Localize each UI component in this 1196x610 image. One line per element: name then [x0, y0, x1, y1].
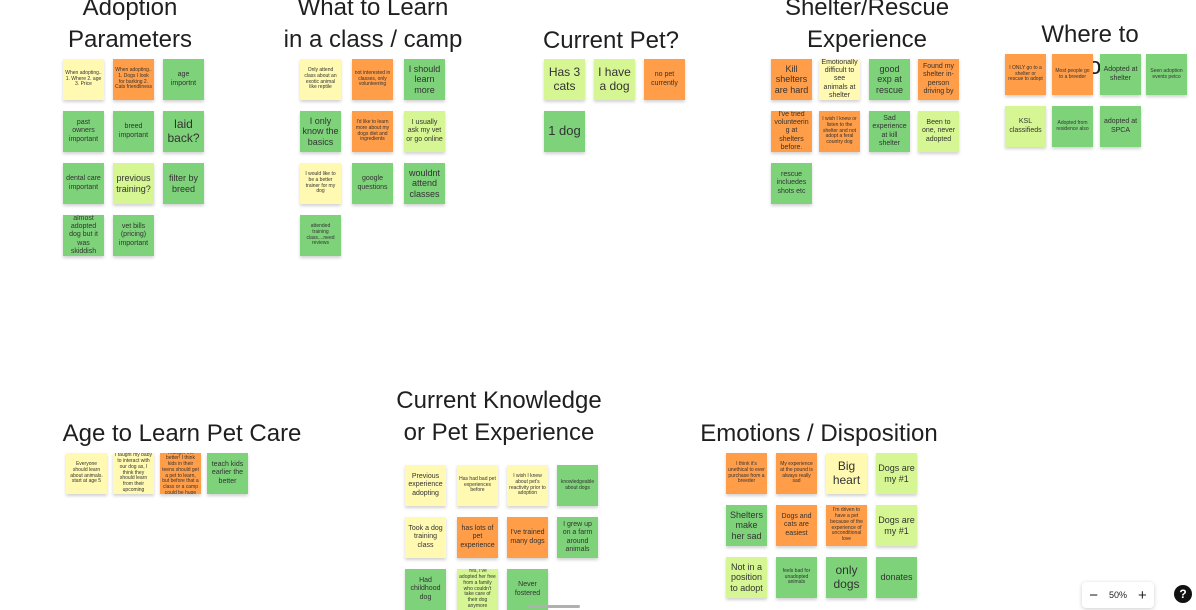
- sticky-note[interactable]: Yes, I've adopted her free from a family…: [457, 569, 498, 610]
- sticky-note[interactable]: dental care important: [63, 163, 104, 204]
- zoom-out-button[interactable]: −: [1089, 586, 1099, 604]
- sticky-note[interactable]: age importnt: [163, 59, 204, 100]
- sticky-note[interactable]: I'm driven to have a pet because of the …: [826, 505, 867, 546]
- sticky-note[interactable]: breed important: [113, 111, 154, 152]
- sticky-note[interactable]: Everyone should learn about animals. sta…: [66, 453, 107, 494]
- sticky-note[interactable]: laid back?: [163, 111, 204, 152]
- sticky-note[interactable]: Been to one, never adopted: [918, 111, 959, 152]
- sticky-note[interactable]: I would like to be a better trainer for …: [300, 163, 341, 204]
- group-title-adoption: Adoption Parameters: [67, 0, 193, 53]
- sticky-note[interactable]: My experience at the pound is always rea…: [776, 453, 817, 494]
- sticky-note[interactable]: rescue incluedes shots etc: [771, 163, 812, 204]
- sticky-note[interactable]: Adopted at shelter: [1100, 54, 1141, 95]
- sticky-note[interactable]: Seen adoption events petco: [1146, 54, 1187, 95]
- sticky-note[interactable]: wouldnt attend classes: [404, 163, 445, 204]
- sticky-note[interactable]: past owners important: [63, 111, 104, 152]
- sticky-note[interactable]: Took a dog training class: [405, 517, 446, 558]
- sticky-note[interactable]: 1 dog: [544, 111, 585, 152]
- sticky-note[interactable]: Not in a position to adopt: [726, 557, 767, 598]
- group-title-emotions: Emotions / Disposition: [700, 420, 938, 447]
- sticky-note[interactable]: I taught my baby to interact with our do…: [113, 453, 154, 494]
- sticky-note[interactable]: Sad experience at kill shelter: [869, 111, 910, 152]
- sticky-note[interactable]: Dogs are my #1: [876, 505, 917, 546]
- sticky-note[interactable]: Found my shelter in-person driving by: [918, 59, 959, 100]
- group-title-learn: What to Learn in a class / camp: [283, 0, 463, 53]
- sticky-note[interactable]: almost adopted dog but it was skiddish: [63, 215, 104, 256]
- sticky-note[interactable]: When adopting.. 1. Where 2. age 3. Price: [63, 59, 104, 100]
- group-title-knowledge: Current Knowledge or Pet Experience: [396, 387, 602, 446]
- sticky-note[interactable]: I wish I knew about pet's reactivity pri…: [507, 465, 548, 506]
- zoom-level: 50%: [1108, 590, 1127, 600]
- zoom-in-button[interactable]: +: [1137, 586, 1147, 604]
- sticky-note[interactable]: When adopting.. 1. Dogs I look for barki…: [113, 59, 154, 100]
- sticky-note[interactable]: I think it's unethical to ever purchase …: [726, 453, 767, 494]
- sticky-note[interactable]: I have a dog: [594, 59, 635, 100]
- sticky-note[interactable]: I only know the basics: [300, 111, 341, 152]
- sticky-note[interactable]: Had childhood dog: [405, 569, 446, 610]
- sticky-note[interactable]: I'd like to learn more about my dogs die…: [352, 111, 393, 152]
- sticky-note[interactable]: knowledgeable about dogs: [557, 465, 598, 506]
- group-title-shelter: Shelter/Rescue Experience: [784, 0, 950, 53]
- sticky-note[interactable]: not interested in classes, only voluntee…: [352, 59, 393, 100]
- sticky-note[interactable]: Most people go to a breeder: [1052, 54, 1093, 95]
- horizontal-scrollbar[interactable]: [528, 605, 580, 608]
- sticky-note[interactable]: I ONLY go to a shelter or rescue to adop…: [1005, 54, 1046, 95]
- sticky-note[interactable]: I usually ask my vet or go online: [404, 111, 445, 152]
- sticky-note[interactable]: I grew up on a farm around animals: [557, 517, 598, 558]
- sticky-note[interactable]: Never fostered: [507, 569, 548, 610]
- sticky-note[interactable]: no pet currently: [644, 59, 685, 100]
- sticky-note[interactable]: filter by breed: [163, 163, 204, 204]
- sticky-note[interactable]: I wish I knew or listen to the shelter a…: [819, 111, 860, 152]
- help-button[interactable]: ?: [1174, 585, 1192, 603]
- sticky-note[interactable]: only dogs: [826, 557, 867, 598]
- sticky-note[interactable]: Dogs are my #1: [876, 453, 917, 494]
- sticky-note[interactable]: vet bills (pricing) important: [113, 215, 154, 256]
- sticky-note[interactable]: Only attend class about an exotic animal…: [300, 59, 341, 100]
- sticky-note[interactable]: previous training?: [113, 163, 154, 204]
- sticky-note[interactable]: Big heart: [826, 453, 867, 494]
- sticky-note[interactable]: I've trained many dogs: [507, 517, 548, 558]
- sticky-note[interactable]: good exp at rescue: [869, 59, 910, 100]
- sticky-note[interactable]: Emotionally difficult to see animals at …: [819, 59, 860, 100]
- sticky-note[interactable]: google questions: [352, 163, 393, 204]
- sticky-note[interactable]: I should learn more: [404, 59, 445, 100]
- sticky-note[interactable]: KSL classifieds: [1005, 106, 1046, 147]
- group-title-pet: Current Pet?: [542, 27, 680, 54]
- sticky-note[interactable]: Shelters make her sad: [726, 505, 767, 546]
- sticky-note[interactable]: Has 3 cats: [544, 59, 585, 100]
- sticky-note[interactable]: I've tried volunteering at shelters befo…: [771, 111, 812, 152]
- sticky-note[interactable]: Adopted from residence also: [1052, 106, 1093, 147]
- sticky-note[interactable]: Younger the better! I think kids in thei…: [160, 453, 201, 494]
- sticky-note[interactable]: Previous experience adopting: [405, 465, 446, 506]
- sticky-note[interactable]: has lots of pet experience: [457, 517, 498, 558]
- sticky-note[interactable]: Has had bad pet experiences before: [457, 465, 498, 506]
- sticky-note[interactable]: Kill shelters are hard: [771, 59, 812, 100]
- sticky-note[interactable]: donates: [876, 557, 917, 598]
- zoom-controls: − 50% +: [1082, 582, 1154, 608]
- group-title-age: Age to Learn Pet Care: [62, 420, 302, 447]
- sticky-note[interactable]: teach kids earlier the better: [207, 453, 248, 494]
- sticky-note[interactable]: feels bad for unadopted animals: [776, 557, 817, 598]
- sticky-note[interactable]: Dogs and cats are easiest: [776, 505, 817, 546]
- sticky-note[interactable]: adopted at SPCA: [1100, 106, 1141, 147]
- sticky-note[interactable]: attended training class....need reviews: [300, 215, 341, 256]
